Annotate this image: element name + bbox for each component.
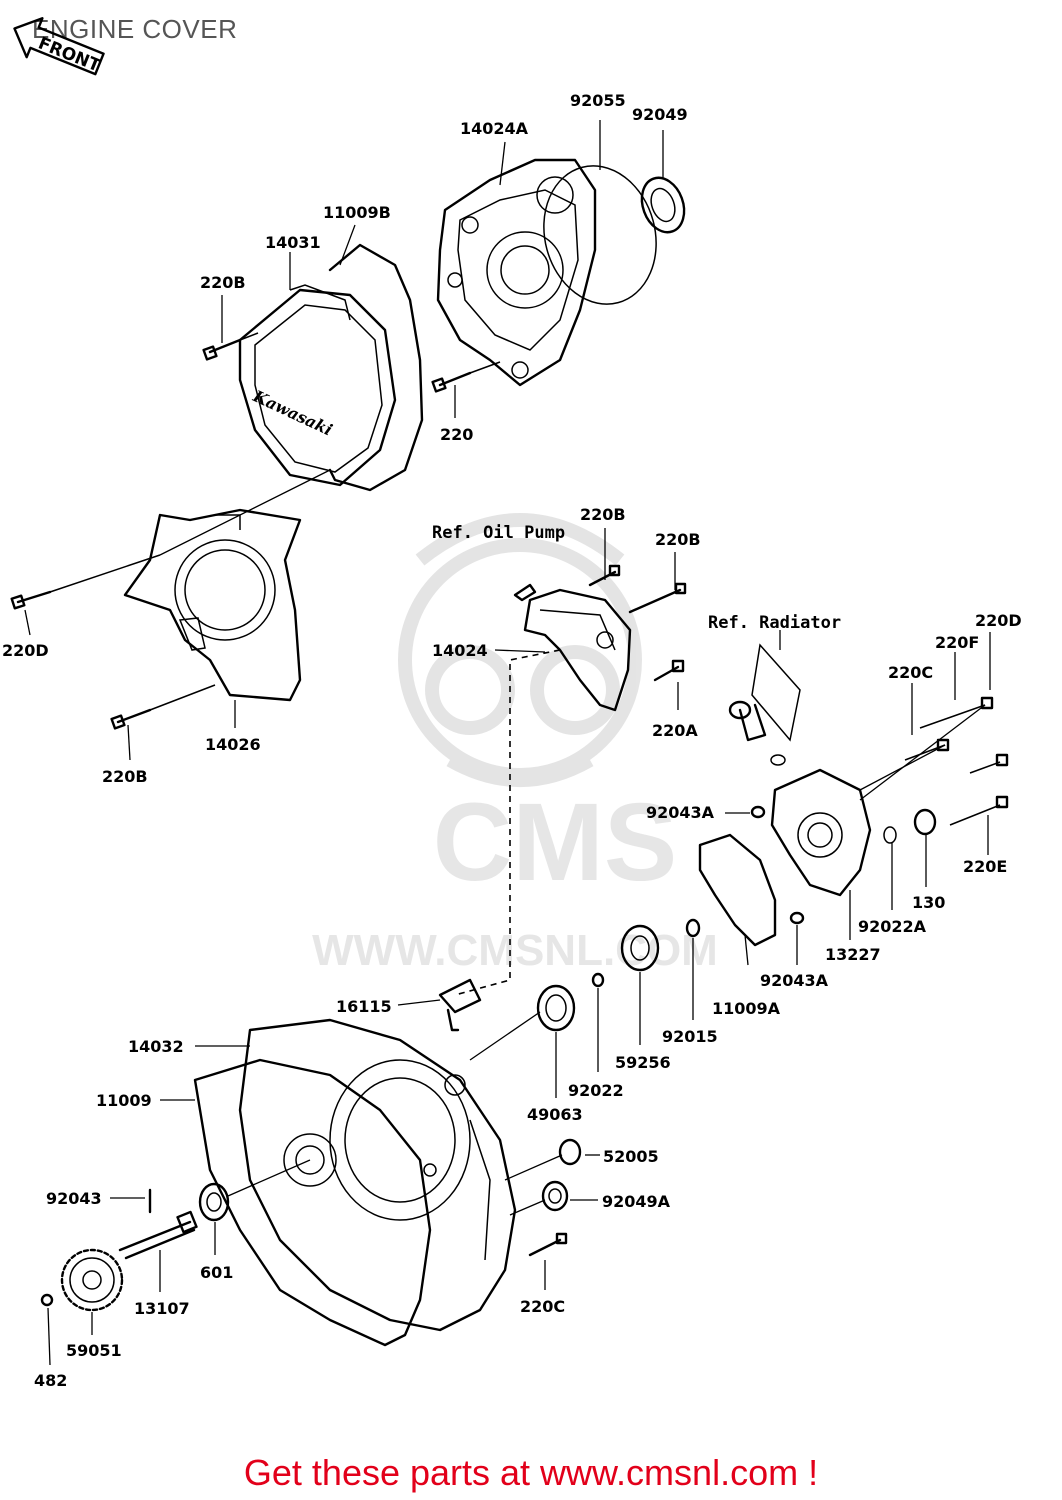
label-92049A: 92049A	[602, 1192, 671, 1211]
label-220D-right: 220D	[975, 611, 1022, 630]
label-92022A: 92022A	[858, 917, 927, 936]
ref-oil-pump: Ref. Oil Pump	[432, 523, 565, 543]
cover-14024A	[436, 158, 597, 387]
label-130: 130	[912, 893, 945, 912]
bolt-220B-oilpump-b	[628, 582, 687, 614]
gasket-11009B	[328, 243, 424, 492]
pin-oil-pump-icon	[513, 583, 537, 602]
cover-14031: Kawasaki	[238, 284, 397, 487]
label-220B-top: 220B	[200, 273, 246, 292]
label-14031: 14031	[265, 233, 321, 252]
bolt-220B-top	[202, 332, 259, 361]
oring-92055	[543, 165, 657, 305]
label-220B-oilpump-b: 220B	[655, 530, 701, 549]
label-220A: 220A	[652, 721, 698, 740]
label-220C-upper: 220C	[888, 663, 933, 682]
cover-14024	[523, 588, 632, 712]
label-11009: 11009	[96, 1091, 152, 1110]
gasket-11009	[193, 1058, 432, 1347]
cover-14032	[238, 1018, 517, 1332]
label-220F: 220F	[935, 633, 979, 652]
seal-92015	[685, 918, 701, 938]
label-13227: 13227	[825, 945, 881, 964]
gasket-11009A	[698, 833, 777, 947]
label-92043: 92043	[46, 1189, 102, 1208]
washer-130	[883, 808, 937, 844]
label-13107: 13107	[134, 1299, 190, 1318]
bolt-220B-lower	[110, 684, 216, 730]
label-220C-lower: 220C	[520, 1297, 565, 1316]
label-92055: 92055	[570, 91, 626, 110]
seal-92022	[591, 972, 605, 988]
bolt-220C-lower	[528, 1232, 568, 1257]
label-11009A: 11009A	[712, 999, 781, 1018]
seal-601	[198, 1159, 311, 1222]
cover-14026	[123, 508, 302, 702]
label-92015: 92015	[662, 1027, 718, 1046]
cap-49063	[536, 984, 576, 1032]
pin-92043A	[750, 805, 805, 925]
label-49063: 49063	[527, 1105, 583, 1124]
label-220B-lower: 220B	[102, 767, 148, 786]
water-pump-body	[770, 768, 872, 897]
leader-lines	[24, 120, 991, 1366]
seal-92049A	[509, 1180, 569, 1216]
label-601: 601	[200, 1263, 233, 1282]
plug-16115	[438, 978, 482, 1032]
circlip-482	[40, 1293, 54, 1307]
bolts-220CDEF	[859, 696, 1009, 826]
seal-52005	[504, 1138, 582, 1181]
bolt-220B-oilpump-a	[588, 564, 621, 587]
label-220B-oilpump-a: 220B	[580, 505, 626, 524]
label-11009B: 11009B	[323, 203, 391, 222]
label-482: 482	[34, 1371, 67, 1390]
bolt-220A	[653, 659, 685, 682]
label-14026: 14026	[205, 735, 261, 754]
label-14024: 14024	[432, 641, 488, 660]
label-59051: 59051	[66, 1341, 122, 1360]
radiator-fitting	[728, 643, 801, 766]
ref-radiator: Ref. Radiator	[708, 613, 841, 633]
label-59256: 59256	[615, 1053, 671, 1072]
label-16115: 16115	[336, 997, 392, 1016]
front-arrow-icon: FRONT	[13, 17, 105, 77]
label-220D-left: 220D	[2, 641, 49, 660]
label-92049: 92049	[632, 105, 688, 124]
seal-92049	[640, 176, 686, 234]
label-92043A-lower: 92043A	[760, 971, 829, 990]
seal-59256	[620, 924, 660, 972]
label-52005: 52005	[603, 1147, 659, 1166]
label-220: 220	[440, 425, 473, 444]
shaft-13107	[118, 1210, 198, 1260]
watermark-logo: CMS	[433, 781, 677, 904]
label-92043A-upper: 92043A	[646, 803, 715, 822]
label-14024A: 14024A	[460, 119, 529, 138]
label-220E: 220E	[963, 857, 1007, 876]
gear-59051	[60, 1248, 124, 1312]
bolt-220D-left	[10, 554, 161, 610]
watermark: CMS WWW.CMSNL.COM	[312, 513, 718, 975]
footer-link[interactable]: Get these parts at www.cmsnl.com !	[243, 1452, 819, 1493]
part-labels: 92055 92049 14024A 11009B 14031 220B 220…	[2, 91, 1022, 1390]
bolt-220	[431, 361, 501, 393]
watermark-mascot-icon	[398, 513, 642, 787]
label-92022: 92022	[568, 1081, 624, 1100]
label-14032: 14032	[128, 1037, 184, 1056]
